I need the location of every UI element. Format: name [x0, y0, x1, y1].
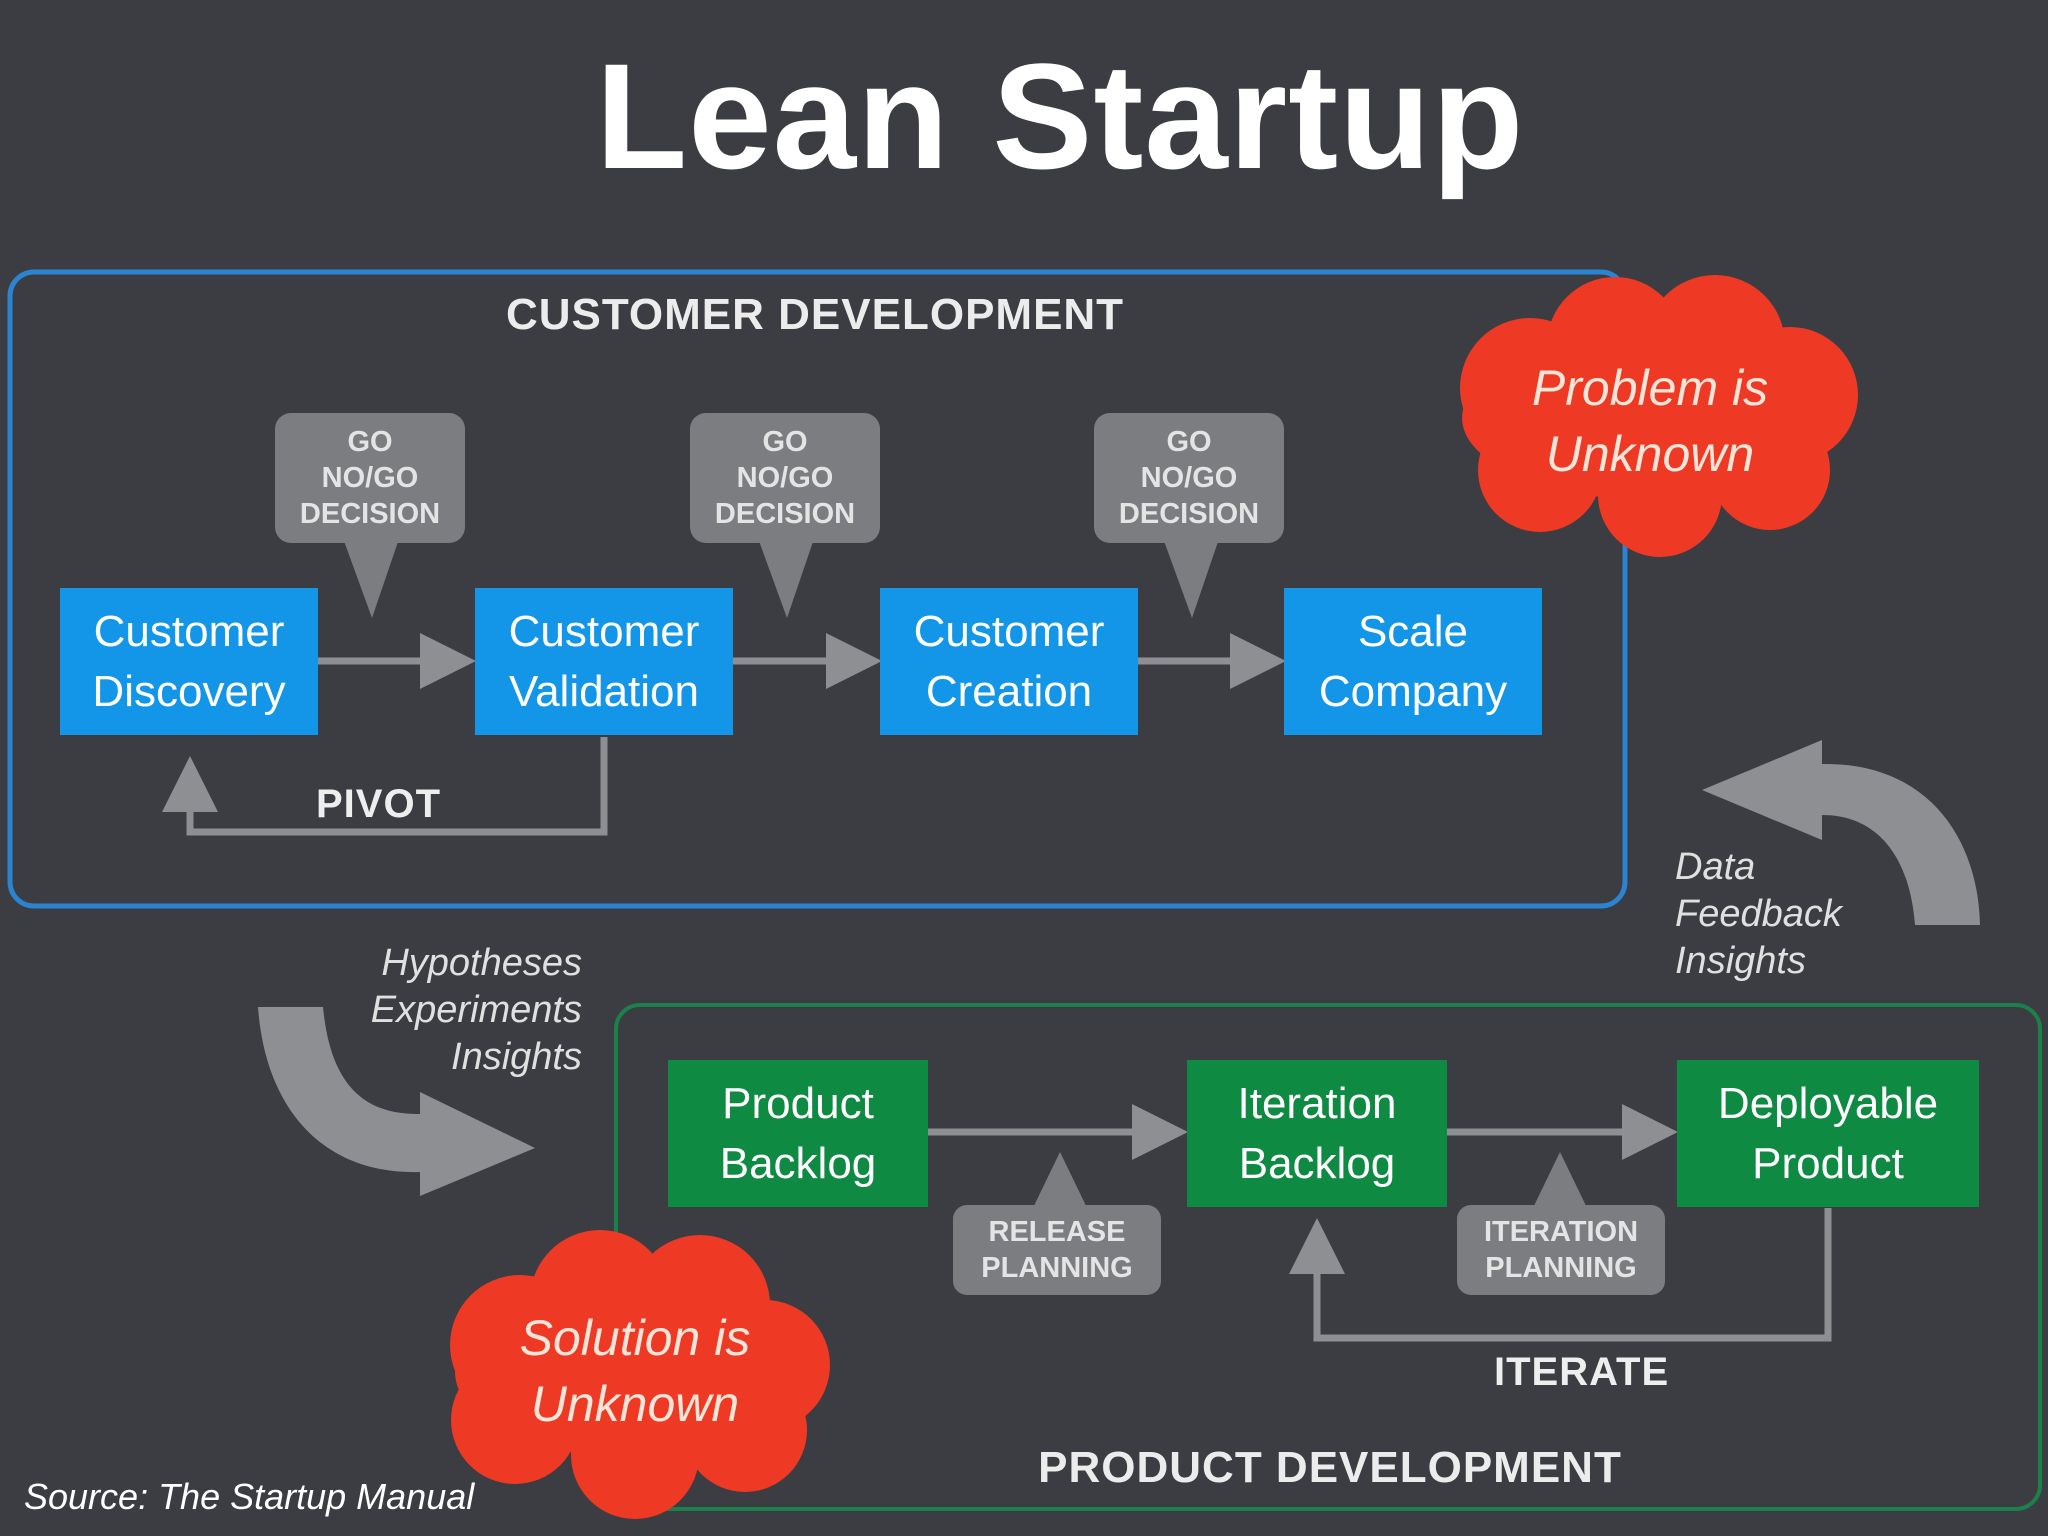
decision-pointer-3: [1160, 530, 1222, 618]
solution-cloud-shape: [450, 1230, 830, 1519]
step-product-backlog: Product Backlog: [668, 1060, 928, 1207]
step-iteration-backlog: Iteration Backlog: [1187, 1060, 1447, 1207]
release-planning-pointer: [1030, 1152, 1090, 1214]
customer-development-label: CUSTOMER DEVELOPMENT: [505, 290, 1125, 339]
step-deployable-product: Deployable Product: [1677, 1060, 1979, 1207]
source-caption: Source: The Startup Manual: [24, 1476, 475, 1517]
solution-unknown-text: Solution is Unknown: [519, 1310, 751, 1432]
problem-cloud-shape: [1460, 275, 1858, 557]
step-customer-discovery: Customer Discovery: [60, 588, 318, 735]
down-curved-arrow: [258, 1007, 535, 1196]
product-development-label: PRODUCT DEVELOPMENT: [1038, 1443, 1622, 1492]
step-scale-company: Scale Company: [1284, 588, 1542, 735]
problem-unknown-text: Problem is Unknown: [1531, 360, 1769, 482]
step-customer-validation: Customer Validation: [475, 588, 733, 735]
hypotheses-note: Hypotheses Experiments Insights: [370, 942, 582, 1078]
iteration-planning-callout: ITERATION PLANNING: [1457, 1205, 1665, 1295]
page-title: Lean Startup: [595, 32, 1525, 200]
data-feedback-note: Data Feedback Insights: [1675, 846, 1842, 982]
release-planning-callout: RELEASE PLANNING: [953, 1205, 1161, 1295]
pivot-label: PIVOT: [316, 782, 442, 826]
iterate-label: ITERATE: [1494, 1350, 1670, 1394]
pivot-loop-arrow: [162, 737, 608, 836]
step-customer-creation: Customer Creation: [880, 588, 1138, 735]
decision-pointer-1: [340, 530, 402, 618]
up-curved-arrow: [1702, 740, 1980, 925]
decision-callout-1: GO NO/GO DECISION: [275, 413, 465, 543]
decision-callout-3: GO NO/GO DECISION: [1094, 413, 1284, 543]
decision-callout-2: GO NO/GO DECISION: [690, 413, 880, 543]
decision-pointer-2: [755, 530, 817, 618]
customer-development-frame: [7, 269, 1628, 909]
iterate-loop-arrow: [1289, 1208, 1832, 1342]
iteration-planning-pointer: [1530, 1152, 1590, 1214]
